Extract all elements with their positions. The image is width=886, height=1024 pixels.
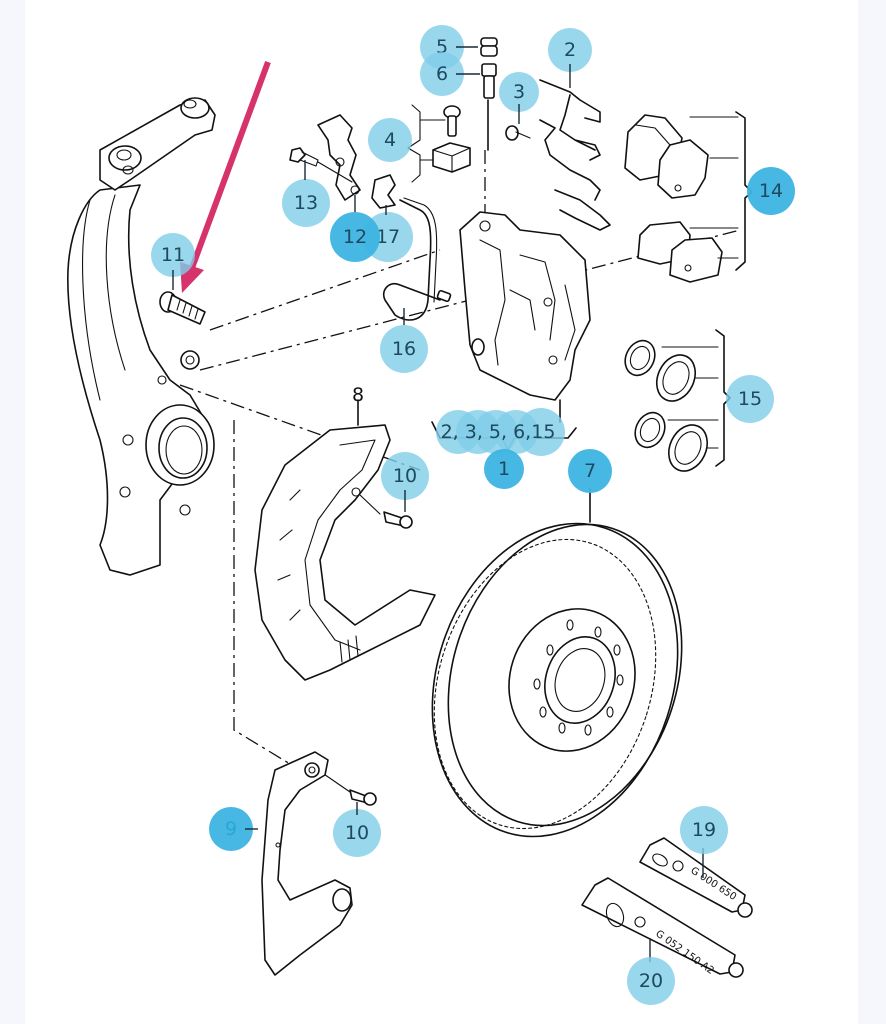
svg-text:2: 2 bbox=[564, 39, 576, 61]
svg-text:7: 7 bbox=[584, 460, 596, 482]
callout-9[interactable]: 9 bbox=[209, 807, 258, 851]
svg-text:16: 16 bbox=[392, 338, 416, 360]
bleeder-valve bbox=[480, 37, 498, 151]
shield-bracket bbox=[261, 751, 353, 976]
svg-text:19: 19 bbox=[692, 819, 716, 841]
svg-text:17: 17 bbox=[376, 226, 400, 248]
callout-2[interactable]: 2 bbox=[548, 28, 592, 88]
brake-disc bbox=[431, 487, 683, 838]
callout-14[interactable]: 14 bbox=[747, 167, 795, 215]
callout-12[interactable]: 12 bbox=[330, 195, 380, 262]
svg-text:4: 4 bbox=[384, 129, 396, 151]
callout-1[interactable]: 1 bbox=[484, 449, 524, 489]
diagram-sheet bbox=[25, 0, 858, 1024]
brake-caliper bbox=[459, 211, 591, 401]
svg-text:2, 3, 5, 6,15: 2, 3, 5, 6,15 bbox=[441, 421, 556, 443]
svg-text:9: 9 bbox=[225, 818, 237, 840]
callout-19[interactable]: 19 bbox=[680, 806, 728, 854]
bolt-11 bbox=[159, 291, 206, 325]
callout-6[interactable]: 6 bbox=[420, 52, 480, 96]
callout-3[interactable]: 3 bbox=[499, 72, 539, 124]
splash-shield bbox=[254, 399, 436, 681]
svg-text:14: 14 bbox=[759, 180, 783, 202]
callout-kit-group[interactable]: 2, 3, 5, 6,15 bbox=[436, 408, 565, 456]
callout-10-lower[interactable]: 10 bbox=[333, 802, 381, 857]
callout-7[interactable]: 7 bbox=[568, 449, 612, 493]
svg-text:10: 10 bbox=[345, 822, 369, 844]
callout-13[interactable]: 13 bbox=[282, 160, 330, 227]
brake-hose bbox=[382, 197, 452, 321]
callout-16[interactable]: 16 bbox=[380, 308, 428, 373]
svg-text:20: 20 bbox=[639, 970, 663, 992]
svg-text:3: 3 bbox=[513, 81, 525, 103]
callout-11[interactable]: 11 bbox=[151, 233, 195, 290]
guide-bolt-and-sleeve bbox=[407, 104, 471, 183]
callout-8[interactable]: 8 bbox=[352, 384, 364, 406]
brake-pads bbox=[624, 111, 753, 283]
svg-text:13: 13 bbox=[294, 192, 318, 214]
callout-15[interactable]: 15 bbox=[726, 375, 774, 423]
callout-4[interactable]: 4 bbox=[368, 118, 412, 162]
callouts: 5 6 2 3 4 13 17 12 11 14 16 15 2, 3, 5, … bbox=[151, 25, 795, 1005]
svg-text:12: 12 bbox=[343, 226, 367, 248]
svg-text:1: 1 bbox=[498, 458, 510, 480]
spring-clip bbox=[505, 79, 611, 231]
svg-text:11: 11 bbox=[161, 244, 185, 266]
svg-text:10: 10 bbox=[393, 465, 417, 487]
hose-bracket bbox=[289, 114, 396, 209]
steering-knuckle bbox=[67, 97, 216, 576]
piston-seals bbox=[624, 329, 731, 472]
svg-text:8: 8 bbox=[352, 384, 364, 406]
callout-20[interactable]: 20 bbox=[627, 957, 675, 1005]
svg-text:6: 6 bbox=[436, 63, 448, 85]
svg-text:15: 15 bbox=[738, 388, 762, 410]
callout-10-upper[interactable]: 10 bbox=[381, 452, 429, 512]
